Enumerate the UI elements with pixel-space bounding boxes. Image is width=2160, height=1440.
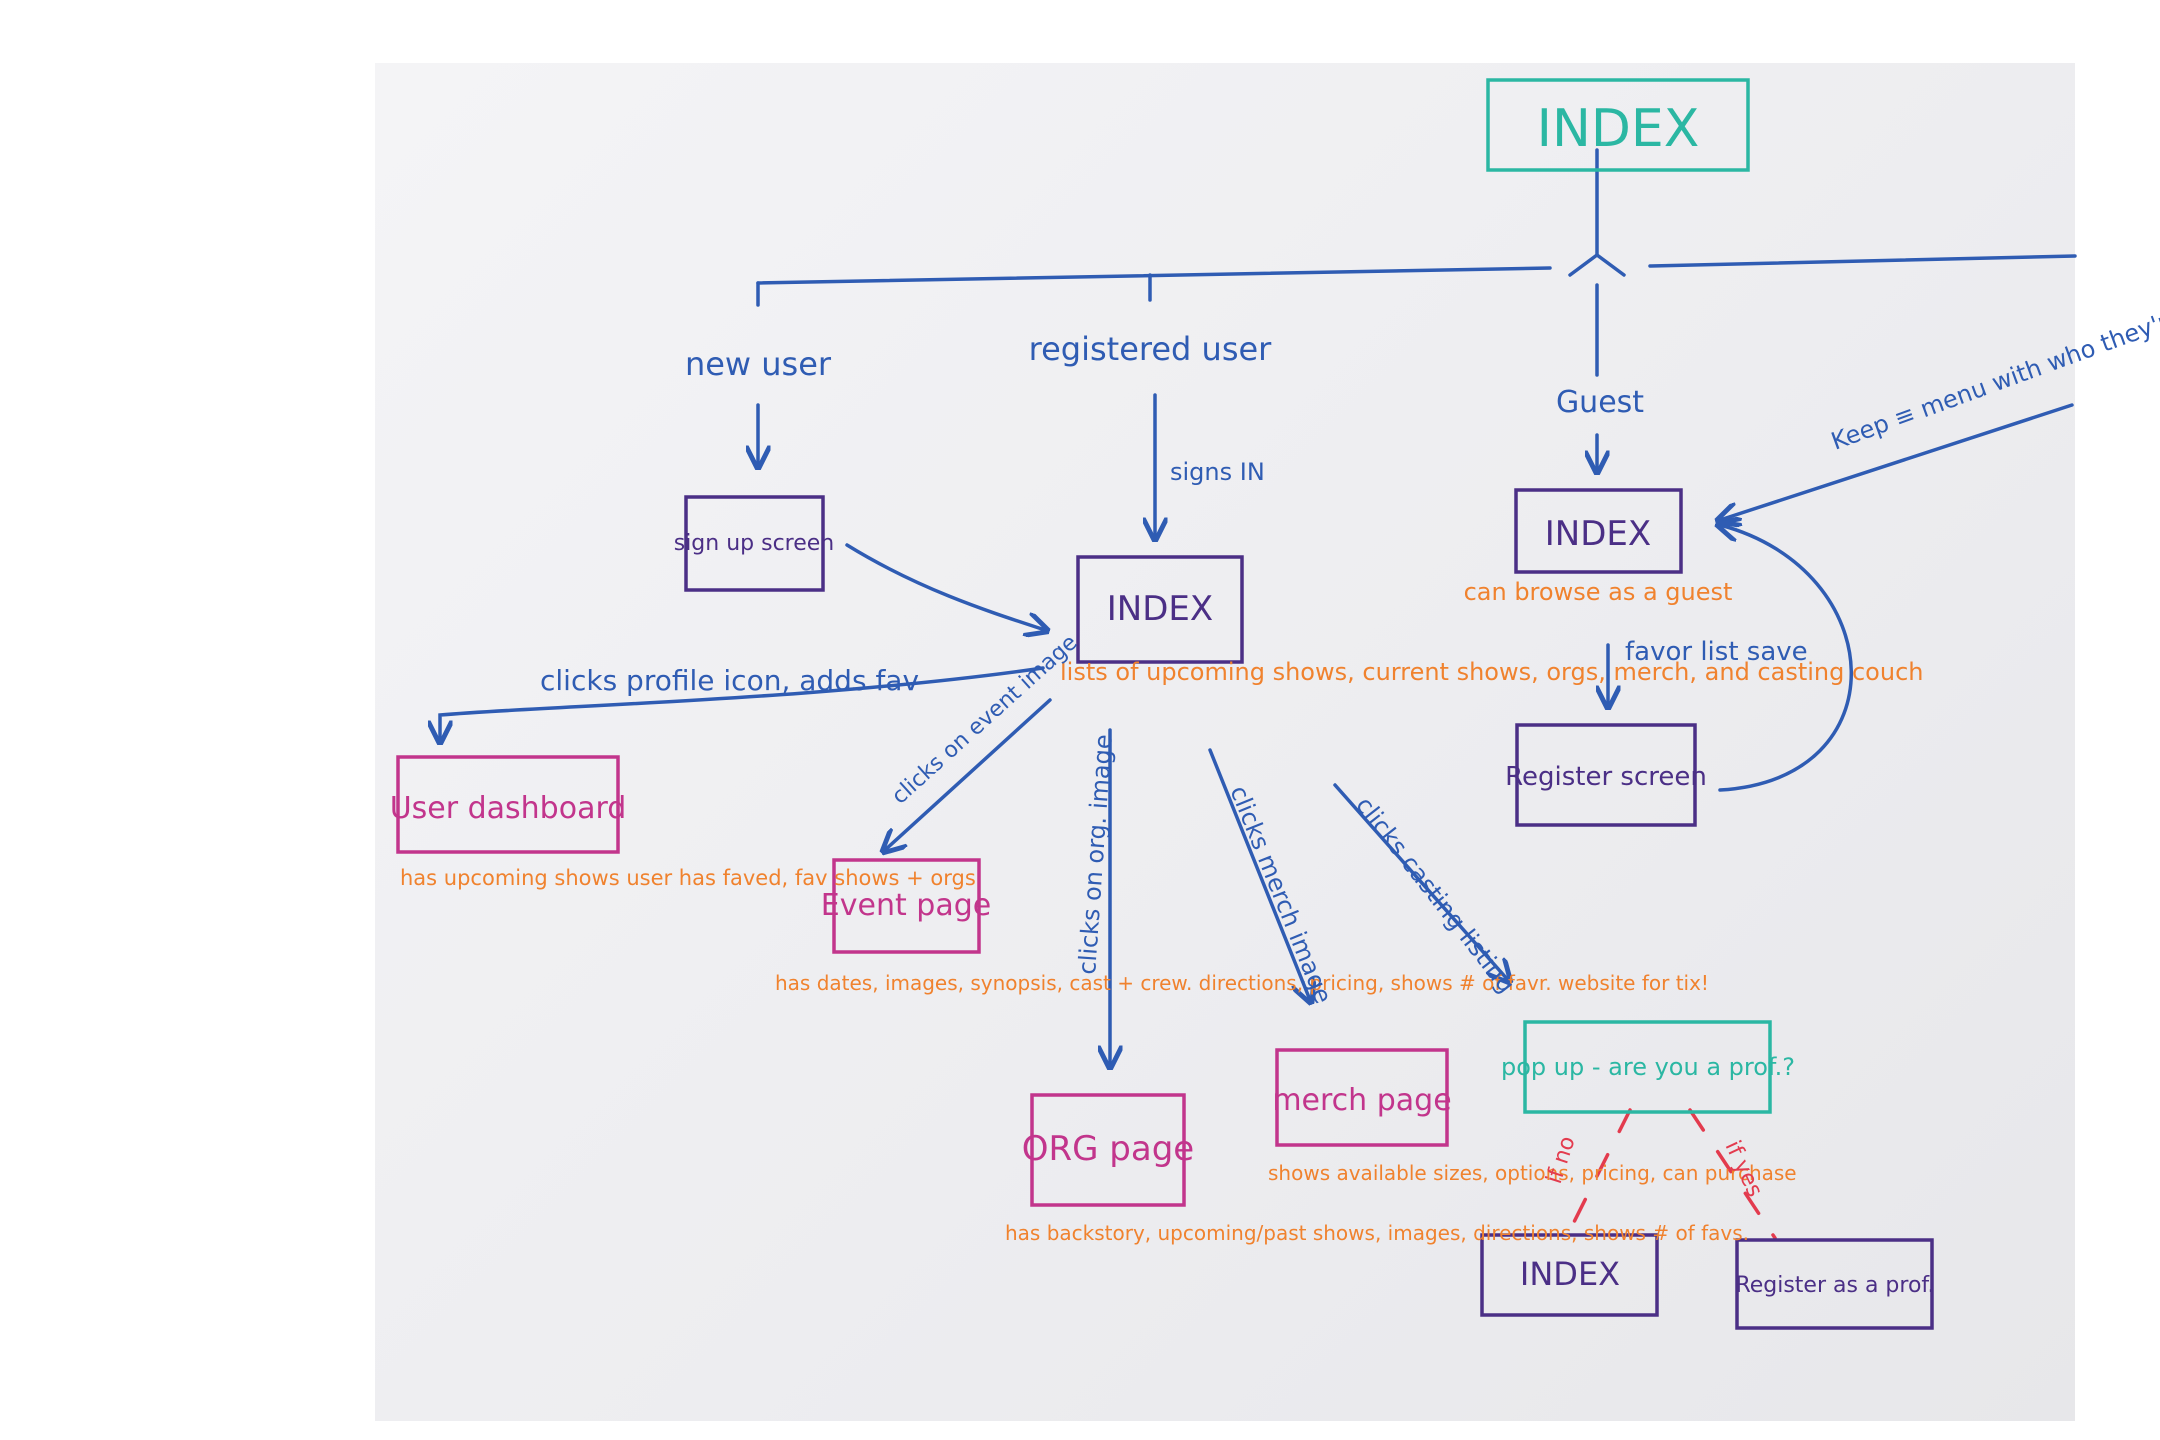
root-fork xyxy=(1568,252,1626,277)
arrow-signup-to-index xyxy=(845,543,1045,630)
branch-guest: Guest xyxy=(1556,385,1644,420)
node-user-dashboard-label: User dashboard xyxy=(390,791,627,826)
node-register-prof-label: Register as a prof. xyxy=(1735,1273,1934,1298)
main-horizontal-right xyxy=(1648,254,2077,268)
edge-clicks-event: clicks on event image xyxy=(887,630,1082,809)
branch-new-user: new user xyxy=(685,345,832,383)
arrow-admin xyxy=(1720,403,2074,520)
connectors xyxy=(440,148,2077,1065)
arrow-register-back xyxy=(1720,525,1853,792)
note-merch: shows available sizes, options, pricing,… xyxy=(1268,1161,1797,1185)
note-index-main: lists of upcoming shows, current shows, … xyxy=(1060,658,1923,686)
note-dashboard: has upcoming shows user has faved, fav s… xyxy=(400,866,976,890)
whiteboard-surface xyxy=(375,63,2075,1421)
node-register-screen-label: Register screen xyxy=(1505,762,1707,792)
arrow-casting xyxy=(1333,783,1508,980)
node-org-page-label: ORG page xyxy=(1022,1129,1194,1169)
edge-favor-list: favor list save xyxy=(1625,637,1808,667)
node-sign-up-label: sign up screen xyxy=(674,531,835,556)
branch-registered-user: registered user xyxy=(1029,330,1273,368)
main-horizontal xyxy=(756,266,1552,285)
edge-clicks-profile: clicks profile icon, adds fav xyxy=(540,664,919,697)
arrow-merch xyxy=(1208,748,1310,1000)
node-merch-page-label: merch page xyxy=(1272,1083,1451,1118)
edge-clicks-casting: clicks casting listing xyxy=(1350,791,1520,998)
node-index-bottom-label: INDEX xyxy=(1520,1255,1620,1293)
note-guest: can browse as a guest xyxy=(1464,578,1733,606)
decision-lines xyxy=(1568,1108,1777,1240)
note-org: has backstory, upcoming/past shows, imag… xyxy=(1005,1221,1749,1245)
arrow-dashboard xyxy=(440,666,1045,740)
node-index-main-label: INDEX xyxy=(1107,589,1213,629)
node-boxes xyxy=(396,78,1934,1330)
node-event-page-label: Event page xyxy=(821,888,991,923)
side-note-admin: Keep ≡ menu with who they're admin for xyxy=(1827,260,2160,455)
note-event: has dates, images, synopsis, cast + crew… xyxy=(775,971,1709,995)
node-popup-label: pop up - are you a prof.? xyxy=(1501,1053,1795,1081)
arrow-event xyxy=(885,698,1052,850)
node-index-guest-label: INDEX xyxy=(1545,514,1651,554)
edge-signs-in: signs IN xyxy=(1170,458,1265,486)
root-index-label: INDEX xyxy=(1537,99,1700,159)
